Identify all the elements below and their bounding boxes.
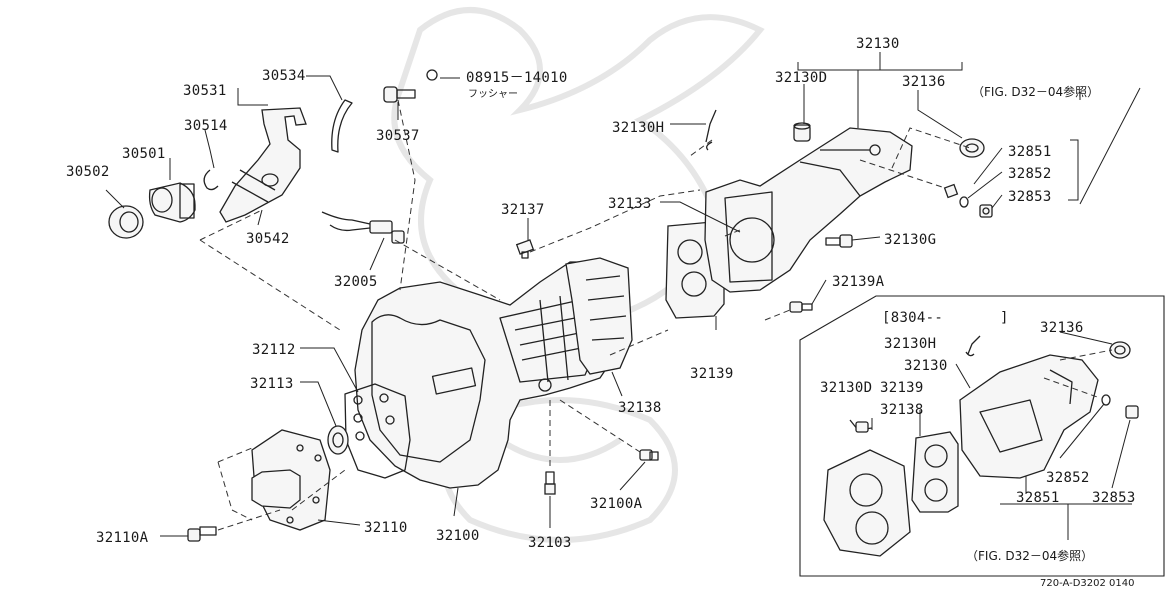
part-30514-clip[interactable] — [203, 169, 219, 191]
label-32139: 32139 — [690, 366, 734, 382]
part-32853-bolt[interactable] — [979, 204, 993, 218]
label-washer-note: フッシャー — [468, 89, 518, 100]
part-32852-o-ring[interactable] — [959, 196, 969, 208]
part-32112-gasket[interactable] — [344, 383, 411, 479]
part-32851-pinion-sleeve[interactable] — [943, 183, 959, 199]
part-32139A-bolt[interactable] — [789, 301, 813, 313]
label-30502: 30502 — [66, 164, 110, 180]
label-32110A: 32110A — [96, 530, 149, 546]
alignment-lines — [199, 99, 971, 531]
label-32853: 32853 — [1008, 189, 1052, 205]
label-32130D: 32130D — [775, 70, 827, 86]
label-32133: 32133 — [608, 196, 652, 212]
inset-label-32136: 32136 — [1040, 320, 1084, 336]
label-32851: 32851 — [1008, 144, 1052, 160]
inset-part-32139-gasket[interactable] — [911, 431, 959, 513]
part-32130H-tube[interactable] — [705, 109, 717, 151]
part-32136-rear-seal[interactable] — [959, 138, 985, 158]
part-32100A-plug[interactable] — [639, 449, 659, 461]
inset-label-32853: 32853 — [1092, 490, 1136, 506]
part-30537-bolt[interactable] — [383, 86, 416, 103]
part-32130-extension-housing[interactable] — [704, 127, 913, 293]
inset-label-32852: 32852 — [1046, 470, 1090, 486]
inset-panel — [799, 295, 1165, 577]
inset-date-close: ] — [1000, 310, 1009, 326]
label-30537: 30537 — [376, 128, 420, 144]
fig-reference-top: （FIG. D32－04参照） — [972, 84, 1099, 99]
label-30531: 30531 — [183, 83, 227, 99]
label-32136: 32136 — [902, 74, 946, 90]
fig-reference-bottom: （FIG. D32－04参照） — [966, 548, 1093, 563]
inset-label-32851: 32851 — [1016, 490, 1060, 506]
inset-part-32130-extension-housing[interactable] — [959, 354, 1099, 479]
label-32100: 32100 — [436, 528, 480, 544]
label-32110: 32110 — [364, 520, 408, 536]
inset-part-32853-bolt[interactable] — [1125, 405, 1139, 419]
label-30501: 30501 — [122, 146, 166, 162]
label-32112: 32112 — [252, 342, 296, 358]
part-32137-retainer[interactable] — [515, 239, 535, 259]
part-30534-spring[interactable] — [331, 99, 353, 153]
label-32130H: 32130H — [612, 120, 664, 136]
inset-date-label: [8304-- — [882, 310, 943, 326]
leader-lines — [105, 52, 1141, 537]
label-30514: 30514 — [184, 118, 228, 134]
inset-part-32130H-tube[interactable] — [965, 335, 981, 357]
label-08915-14010: 08915－14010 — [466, 70, 568, 86]
part-30501-release-bearing[interactable] — [148, 182, 196, 223]
inset-label-32139: 32139 — [880, 380, 924, 396]
part-32130G-bolt[interactable] — [825, 234, 853, 248]
watermark-emblem — [391, 7, 765, 543]
inset-part-32130D-plug[interactable] — [849, 419, 873, 433]
part-30502-bearing[interactable] — [108, 205, 144, 239]
part-32110-front-cover[interactable] — [251, 429, 331, 531]
label-32130: 32130 — [856, 36, 900, 52]
inset-part-32138-adapter[interactable] — [823, 449, 911, 557]
part-32103-plug[interactable] — [544, 471, 556, 495]
label-30542: 30542 — [246, 231, 290, 247]
label-32005: 32005 — [334, 274, 378, 290]
inset-label-32130: 32130 — [904, 358, 948, 374]
part-08915-washer[interactable] — [426, 69, 438, 81]
diagram-code: 720-A-D3202 0140 — [1040, 578, 1134, 589]
label-30534: 30534 — [262, 68, 306, 84]
label-32100A: 32100A — [590, 496, 643, 512]
label-32139A: 32139A — [832, 274, 885, 290]
part-32130D-plug[interactable] — [793, 122, 811, 142]
part-32005-switch[interactable] — [321, 211, 405, 244]
label-32137: 32137 — [501, 202, 545, 218]
inset-part-32852-o-ring[interactable] — [1101, 394, 1111, 406]
label-32103: 32103 — [528, 535, 572, 551]
part-32138-adapter[interactable] — [565, 257, 633, 375]
label-32852: 32852 — [1008, 166, 1052, 182]
inset-part-32136-seal[interactable] — [1109, 341, 1131, 359]
label-32138: 32138 — [618, 400, 662, 416]
inset-label-32138: 32138 — [880, 402, 924, 418]
inset-label-32130H: 32130H — [884, 336, 936, 352]
label-32113: 32113 — [250, 376, 294, 392]
part-32110A-bolt[interactable] — [187, 526, 217, 542]
part-30531-shift-fork[interactable] — [219, 107, 307, 223]
inset-label-32130D: 32130D — [820, 380, 872, 396]
part-32113-oil-seal[interactable] — [327, 425, 349, 455]
part-32100-transmission-case[interactable] — [354, 261, 613, 489]
label-32130G: 32130G — [884, 232, 936, 248]
